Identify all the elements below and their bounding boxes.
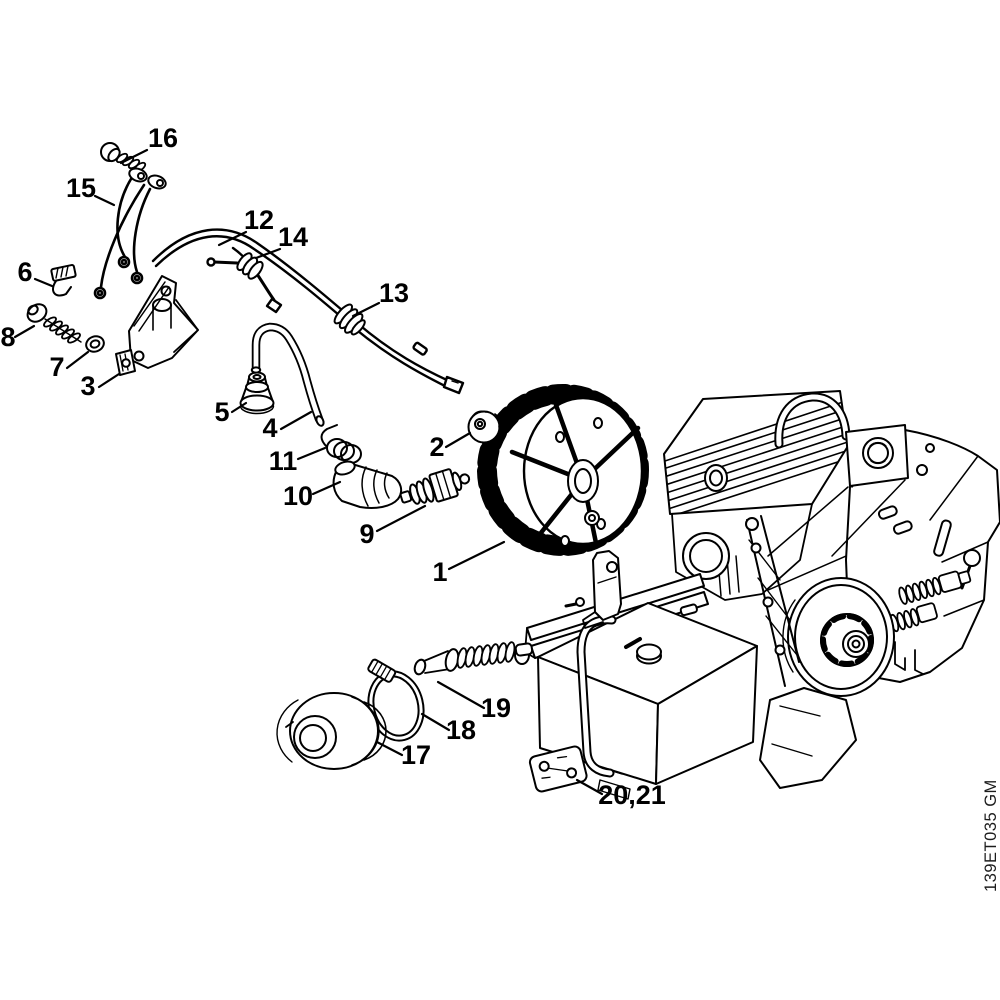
callout-leader-11 bbox=[296, 446, 327, 461]
callout-label-12: 12 bbox=[244, 205, 274, 235]
hose-4 bbox=[250, 322, 325, 427]
callout-label-7: 7 bbox=[49, 352, 64, 382]
ground-wires-15 bbox=[93, 177, 152, 300]
flywheel bbox=[477, 384, 649, 556]
callout-leader-6 bbox=[33, 277, 54, 288]
callout-leader-18 bbox=[420, 712, 451, 732]
front-brace bbox=[745, 515, 800, 687]
callout-label-8: 8 bbox=[0, 322, 15, 352]
grommet-14 bbox=[236, 252, 264, 280]
callout-leader-16 bbox=[119, 148, 149, 165]
info-label-plate bbox=[528, 745, 588, 793]
plug-boot-10 bbox=[332, 460, 403, 509]
callout-leader-7 bbox=[65, 350, 90, 370]
callout-leader-4 bbox=[279, 410, 313, 431]
ring-terminals bbox=[128, 167, 167, 190]
callout-label-17: 17 bbox=[401, 740, 431, 770]
switch-bracket bbox=[582, 550, 622, 629]
callout-leader-8 bbox=[13, 324, 36, 339]
engine-assembly bbox=[514, 390, 1000, 800]
callout-leader-12 bbox=[217, 230, 248, 247]
callout-leader-13 bbox=[351, 301, 381, 318]
intake-boot-17 bbox=[276, 692, 387, 770]
spark-plug-9 bbox=[399, 468, 471, 505]
callout-label-13: 13 bbox=[379, 278, 409, 308]
callout-label-18: 18 bbox=[446, 715, 476, 745]
callout-label-5: 5 bbox=[214, 397, 229, 427]
callout-leader-3 bbox=[97, 372, 121, 389]
washer-7 bbox=[85, 335, 105, 353]
callout-label-14: 14 bbox=[278, 222, 308, 252]
callout-label-15: 15 bbox=[66, 173, 96, 203]
grommet-13 bbox=[333, 303, 366, 336]
callout-label-16: 16 bbox=[148, 123, 178, 153]
callout-label-9: 9 bbox=[359, 519, 374, 549]
callout-leader-5 bbox=[230, 401, 248, 414]
callout-leader-15 bbox=[93, 194, 116, 207]
callout-leader-14 bbox=[254, 247, 282, 260]
callout-leader-1 bbox=[447, 540, 506, 571]
callout-label-11: 11 bbox=[269, 446, 298, 476]
wiring-harness-12 bbox=[151, 228, 465, 395]
ignition-module-3 bbox=[115, 275, 199, 376]
watermark-code: 139ET035 GM bbox=[982, 779, 1000, 892]
callout-label-19: 19 bbox=[481, 693, 511, 723]
fuel-hose-19 bbox=[413, 641, 534, 676]
tensioner-screws bbox=[867, 570, 972, 675]
callout-label-10: 10 bbox=[283, 481, 313, 511]
grommet-5 bbox=[239, 371, 275, 415]
fuel-tank bbox=[537, 602, 758, 800]
collar-nut-2 bbox=[467, 410, 501, 444]
callout-leader-17 bbox=[375, 740, 404, 757]
screw-8 bbox=[26, 303, 82, 344]
callout-leader-20,21 bbox=[575, 778, 604, 796]
callout-label-2: 2 bbox=[429, 432, 444, 462]
clutch-drum bbox=[782, 577, 895, 697]
callout-leader-2 bbox=[444, 431, 472, 449]
callout-label-3: 3 bbox=[80, 371, 95, 401]
callout-leader-9 bbox=[375, 504, 427, 533]
carb-bracket bbox=[767, 424, 909, 591]
callout-label-6: 6 bbox=[17, 257, 32, 287]
callout-label-20,21: 20,21 bbox=[598, 780, 666, 810]
callout-leader-10 bbox=[311, 480, 342, 496]
spring-11 bbox=[320, 424, 362, 464]
rear-housing bbox=[759, 687, 857, 789]
handle-tube bbox=[774, 392, 851, 449]
callout-label-4: 4 bbox=[262, 413, 277, 443]
contact-clip-6 bbox=[50, 264, 77, 297]
callout-leader-19 bbox=[436, 680, 486, 710]
callout-label-1: 1 bbox=[432, 557, 447, 587]
